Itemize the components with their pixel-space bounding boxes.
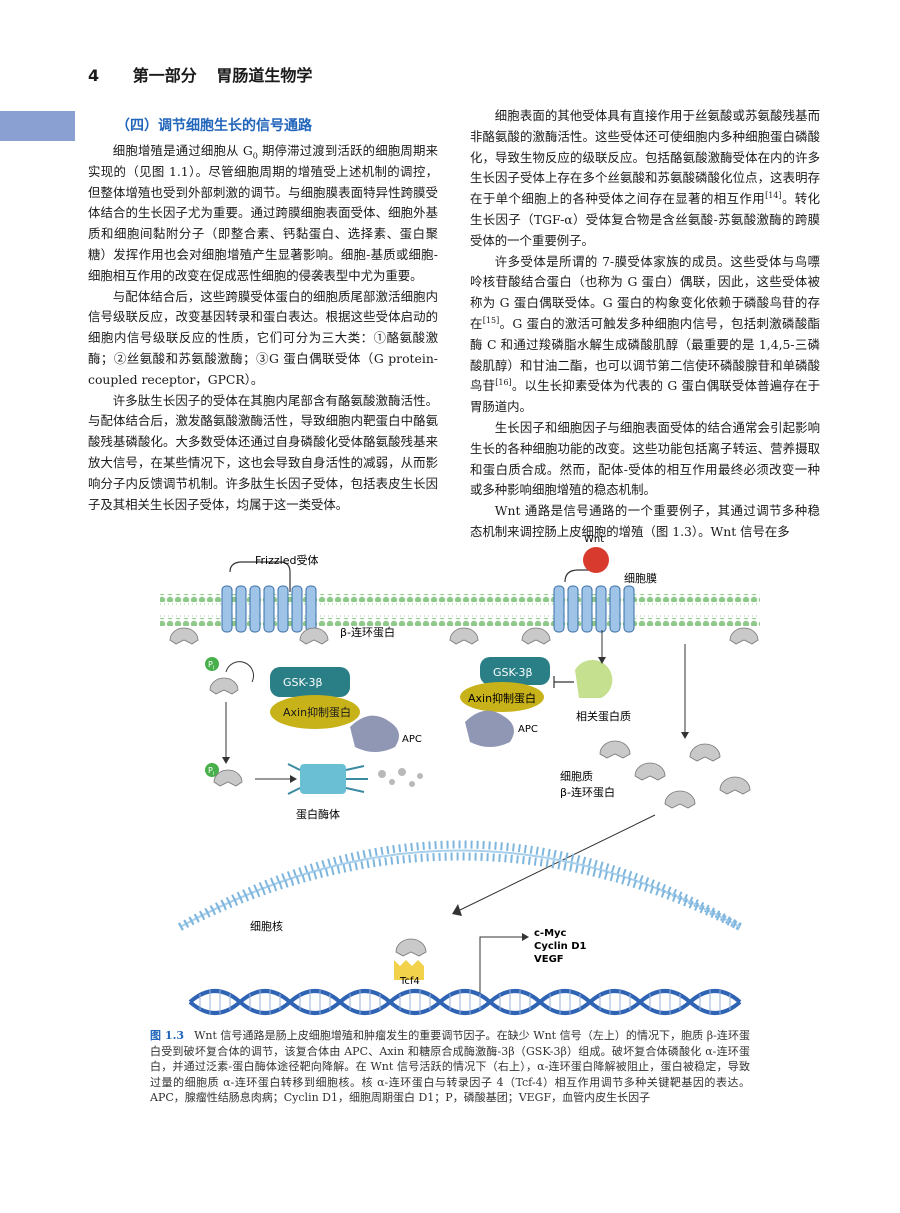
proteasome-label: 蛋白酶体 — [296, 807, 340, 821]
paragraph: 生长因子和细胞因子与细胞表面受体的结合通常会引起影响生长的各种细胞功能的改变。这… — [470, 419, 820, 498]
cytoplasm-beta-catenin-group — [599, 740, 751, 809]
apc-label-right: APC — [518, 724, 538, 735]
figure-label: 图 1.3 — [150, 1029, 185, 1042]
proteasome — [287, 763, 368, 795]
destruction-complex-left — [270, 667, 399, 752]
frizzled-label: Frizzled受体 — [255, 553, 318, 567]
nuclear-beta-catenin — [395, 938, 427, 957]
cytoplasm-beta-catenin-label: β-连环蛋白 — [560, 785, 615, 799]
destruction-complex-right — [460, 657, 550, 747]
related-protein — [575, 659, 613, 698]
wnt-pathway-diagram: Frizzled受体 Wnt 细胞膜 β-连环蛋白 Pi Pi — [160, 534, 760, 1015]
tcf4-label: Tcf4 — [399, 976, 420, 987]
gsk-label-left: GSK-3β — [283, 676, 323, 689]
paragraph: 许多受体是所谓的 7-膜受体家族的成员。这些受体与鸟嘌呤核苷酸结合蛋白（也称为 … — [470, 253, 820, 415]
nuclear-membrane — [177, 840, 743, 931]
related-protein-label: 相关蛋白质 — [576, 709, 631, 723]
axin-label-right: Axin抑制蛋白 — [468, 691, 536, 705]
left-pathway: Pi Pi — [205, 657, 297, 787]
page-header: 4 第一部分 胃肠道生物学 — [88, 62, 312, 86]
wnt-label: Wnt — [584, 534, 604, 545]
target-gene-2: Cyclin D1 — [534, 941, 587, 952]
frizzled-receptor-right — [553, 569, 635, 633]
paragraph: 细胞增殖是通过细胞从 G0 期停滞过渡到活跃的细胞周期来实现的（见图 1.1）。… — [88, 143, 438, 283]
left-column: （四）调节细胞生长的信号通路 细胞增殖是通过细胞从 G0 期停滞过渡到活跃的细胞… — [88, 115, 438, 515]
gsk-label-right: GSK-3β — [493, 666, 533, 679]
axin-label-left: Axin抑制蛋白 — [283, 705, 351, 719]
caption-text: Wnt 信号通路是肠上皮细胞增殖和肿瘤发生的重要调节因子。在缺少 Wnt 信号（… — [150, 1029, 750, 1105]
phosphate-label: Pi — [208, 766, 214, 777]
chapter-title: 胃肠道生物学 — [216, 66, 313, 85]
paragraph: 细胞表面的其他受体具有直接作用于丝氨酸或苏氨酸残基而非酪氨酸的激酶活性。这些受体… — [470, 108, 821, 248]
dna-helix — [188, 989, 742, 1015]
membrane-label: 细胞膜 — [624, 572, 657, 585]
section-title: （四）调节细胞生长的信号通路 — [116, 118, 312, 134]
beta-catenin-membrane-group — [169, 627, 759, 645]
apc-label-left: APC — [402, 734, 422, 745]
nucleus-label: 细胞核 — [250, 919, 283, 933]
beta-catenin-membrane-label: β-连环蛋白 — [340, 625, 395, 639]
paragraph: Wnt 通路是信号通路的一个重要例子，其通过调节多种稳态机制来调控肠上皮细胞的增… — [470, 503, 820, 539]
degraded-fragments — [378, 768, 423, 787]
target-gene-3: VEGF — [534, 954, 564, 965]
frizzled-receptor-left — [221, 561, 317, 633]
cytoplasm-label: 细胞质 — [560, 770, 593, 783]
wnt-pathway-figure: Frizzled受体 Wnt 细胞膜 β-连环蛋白 Pi Pi — [150, 532, 770, 1022]
paragraph: 与配体结合后，这些跨膜受体蛋白的细胞质尾部激活细胞内信号级联反应，改变基因转录和… — [88, 288, 438, 387]
paragraph: 许多肽生长因子的受体在其胞内尾部含有酪氨酸激酶活性。与配体结合后，激发酪氨酸激酶… — [88, 392, 438, 512]
phosphate-label: Pi — [208, 660, 214, 671]
page-number: 4 — [88, 66, 100, 85]
right-column: 细胞表面的其他受体具有直接作用于丝氨酸或苏氨酸残基而非酪氨酸的激酶活性。这些受体… — [470, 106, 820, 543]
target-gene-1: c-Myc — [534, 928, 567, 939]
part-label: 第一部分 — [132, 66, 197, 85]
section-tab — [0, 111, 75, 141]
tcf4-factor — [394, 960, 424, 980]
wnt-ligand — [583, 547, 609, 573]
